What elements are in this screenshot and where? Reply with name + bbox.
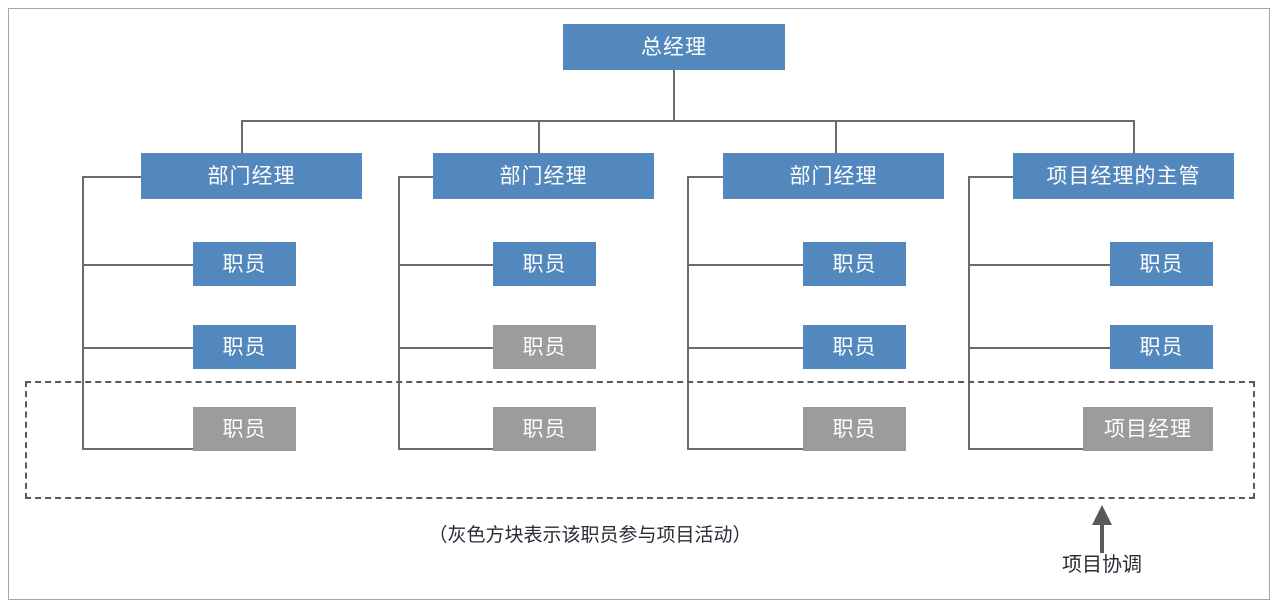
node-column-1-report-2[interactable]: 职员 <box>193 325 296 369</box>
connector-branch-column-4-report-1 <box>968 264 1110 266</box>
connector-branch-column-2-head <box>398 176 433 178</box>
connector-branch-column-2-report-2 <box>398 347 493 349</box>
legend-caption: （灰色方块表示该职员参与项目活动） <box>428 525 752 546</box>
node-column-2-head[interactable]: 部门经理 <box>433 153 654 199</box>
connector-branch-column-3-report-2 <box>687 347 803 349</box>
connector-branch-column-3-report-3 <box>687 448 803 450</box>
connector-branch-column-3-head <box>687 176 723 178</box>
connector-drop-column-2 <box>538 120 540 154</box>
connector-branch-column-1-report-3 <box>82 448 193 450</box>
node-column-4-head[interactable]: 项目经理的主管 <box>1013 153 1234 199</box>
node-column-2-report-3[interactable]: 职员 <box>493 407 596 451</box>
connector-drop-column-3 <box>835 120 837 154</box>
connector-branch-column-4-head <box>968 176 1013 178</box>
node-column-3-report-1[interactable]: 职员 <box>803 242 906 286</box>
node-column-3-report-3[interactable]: 职员 <box>803 407 906 451</box>
diagram-frame <box>8 8 1270 600</box>
connector-branch-column-3-report-1 <box>687 264 803 266</box>
connector-branch-column-1-head <box>82 176 141 178</box>
connector-branch-column-2-report-3 <box>398 448 493 450</box>
node-column-1-head[interactable]: 部门经理 <box>141 153 362 199</box>
connector-branch-column-4-report-3 <box>968 448 1110 450</box>
node-column-2-report-1[interactable]: 职员 <box>493 242 596 286</box>
project-coordination-label: 项目协调 <box>1062 554 1142 576</box>
node-column-2-report-2[interactable]: 职员 <box>493 325 596 369</box>
up-arrow-icon <box>1092 505 1112 553</box>
connector-root-stem <box>673 70 675 120</box>
node-column-4-project-manager[interactable]: 项目经理 <box>1083 407 1213 451</box>
connector-branch-column-4-report-2 <box>968 347 1110 349</box>
node-column-4-report-2[interactable]: 职员 <box>1110 325 1213 369</box>
connector-root-bus <box>241 120 1134 122</box>
connector-trunk-column-4 <box>968 176 970 448</box>
connector-branch-column-2-report-1 <box>398 264 493 266</box>
node-column-1-report-3[interactable]: 职员 <box>193 407 296 451</box>
project-scope-boundary <box>25 381 1255 499</box>
connector-trunk-column-1 <box>82 176 84 448</box>
connector-branch-column-1-report-2 <box>82 347 193 349</box>
connector-drop-column-1 <box>241 120 243 154</box>
node-column-4-report-1[interactable]: 职员 <box>1110 242 1213 286</box>
connector-branch-column-1-report-1 <box>82 264 193 266</box>
connector-trunk-column-3 <box>687 176 689 448</box>
node-column-1-report-1[interactable]: 职员 <box>193 242 296 286</box>
connector-drop-column-4 <box>1133 120 1135 154</box>
node-general-manager[interactable]: 总经理 <box>563 24 785 70</box>
connector-trunk-column-2 <box>398 176 400 448</box>
node-column-3-report-2[interactable]: 职员 <box>803 325 906 369</box>
node-column-3-head[interactable]: 部门经理 <box>723 153 944 199</box>
